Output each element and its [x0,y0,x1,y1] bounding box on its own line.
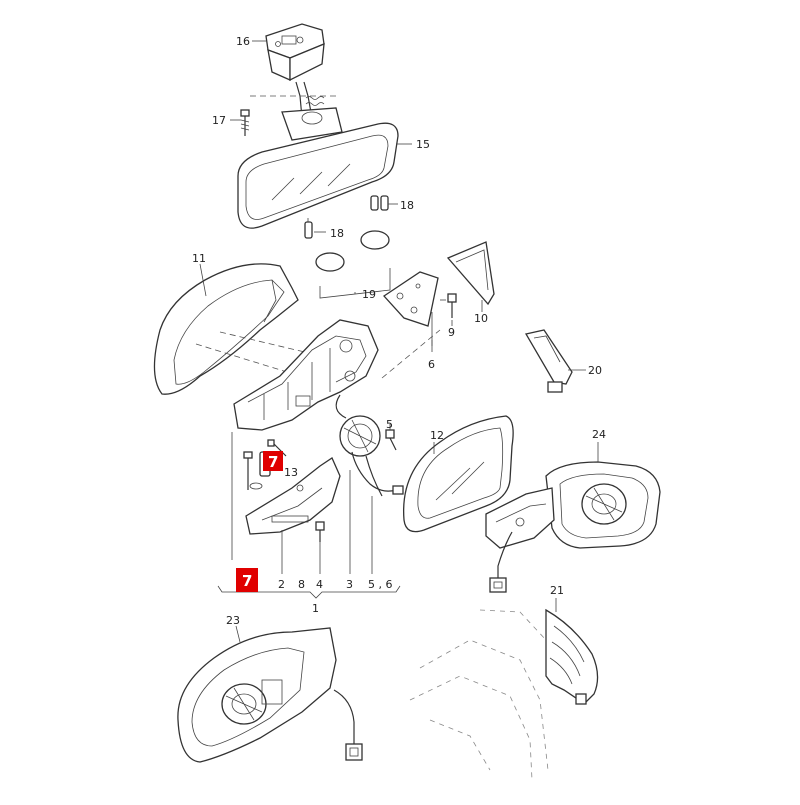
mounting-plate-part-6[interactable] [383,271,439,346]
highlight-7-lower-text: 7 [242,572,252,590]
screw-part-9[interactable] [440,293,457,318]
vehicle-body-outline [409,609,549,781]
callout-23: 23 [226,614,240,627]
mirror-base-frame[interactable] [233,319,379,431]
screw-part-5[interactable] [385,429,397,451]
screw-part-4[interactable] [315,521,325,542]
interior-mirror-assembly [237,23,399,239]
callout-10: 10 [474,312,488,325]
rear-view-mirror-part-15[interactable] [237,122,399,229]
callout-18-lower: 18 [330,227,344,240]
bulb-part-18-lower[interactable] [304,218,313,239]
mirror-assembly-part-24[interactable] [485,461,661,593]
callout-labels: 16 17 15 18 18 11 19 10 9 6 20 5 12 24 1… [192,35,606,627]
mirror-assembly-part-23[interactable] [177,627,363,763]
bulb-part-18-upper[interactable] [370,195,389,211]
highlight-marker-7-lower[interactable]: 7 [236,568,258,592]
callout-3: 3 [346,578,353,591]
highlight-7-upper-text: 7 [268,453,278,471]
callout-15: 15 [416,138,430,151]
lens-part-19[interactable] [315,230,391,299]
screw-part-17[interactable] [240,109,250,136]
callout-24: 24 [592,428,606,441]
trim-part-20[interactable] [524,329,573,393]
callout-9: 9 [448,326,455,339]
callout-8: 8 [298,578,305,591]
mirror-mount-part-16[interactable] [265,23,325,82]
adjust-motor-part-3[interactable] [335,394,381,457]
callout-1: 1 [312,602,319,615]
callout-20: 20 [588,364,602,377]
callout-12: 12 [430,429,444,442]
lower-trim-part-2[interactable] [245,457,341,535]
mirror-pivot [281,96,343,141]
callout-19: 19 [362,288,376,301]
callout-6: 6 [428,358,435,371]
callout-17: 17 [212,114,226,127]
callout-5: 5 [386,418,393,431]
callout-21: 21 [550,584,564,597]
callout-5-6: 5 , 6 [368,578,393,591]
callout-13: 13 [284,466,298,479]
callout-11: 11 [192,252,206,265]
mirror-cap-part-11[interactable] [153,263,299,395]
leader-lines [199,40,599,643]
callout-16: 16 [236,35,250,48]
door-trim-part-21[interactable] [545,608,599,705]
highlight-marker-7-upper[interactable]: 7 [263,451,283,471]
callout-18-upper: 18 [400,199,414,212]
triangle-cover-part-10[interactable] [446,241,495,306]
callout-4: 4 [316,578,323,591]
callout-2: 2 [278,578,285,591]
mirror-glass-part-12[interactable] [402,415,514,533]
